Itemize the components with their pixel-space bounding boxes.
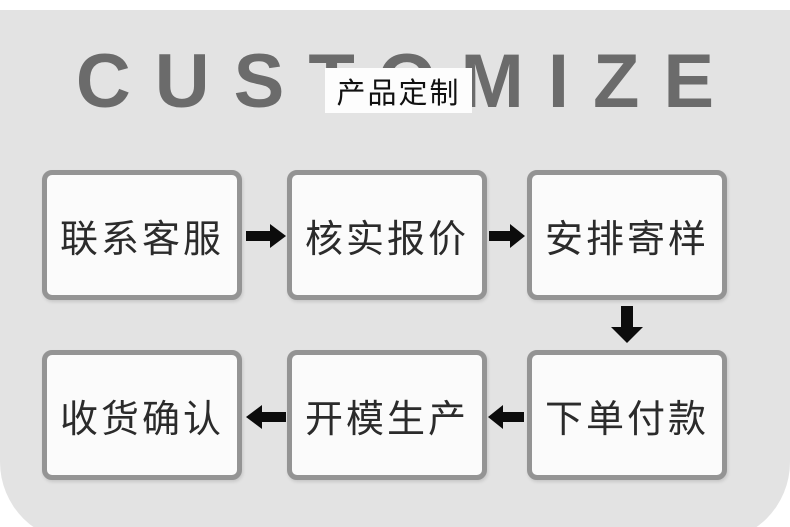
arrow-left-icon [246,405,286,429]
arrow-right-icon [489,224,525,248]
step-box-mold-production: 开模生产 [287,350,487,480]
step-label: 核实报价 [304,218,469,261]
arrow-right-icon [246,224,286,248]
step-box-verify-quote: 核实报价 [287,170,487,300]
arrow-left-icon [488,405,524,429]
section-badge: 产品定制 [325,68,472,113]
arrow-down-icon [611,306,643,343]
step-box-receipt-confirm: 收货确认 [42,350,242,480]
step-label: 联系客服 [59,218,224,261]
step-box-order-payment: 下单付款 [527,350,727,480]
step-label: 安排寄样 [544,218,709,261]
section-badge-label: 产品定制 [336,77,461,110]
step-box-contact-service: 联系客服 [42,170,242,300]
step-box-send-sample: 安排寄样 [527,170,727,300]
step-label: 收货确认 [59,398,224,441]
step-label: 开模生产 [304,398,469,441]
step-label: 下单付款 [544,398,709,441]
